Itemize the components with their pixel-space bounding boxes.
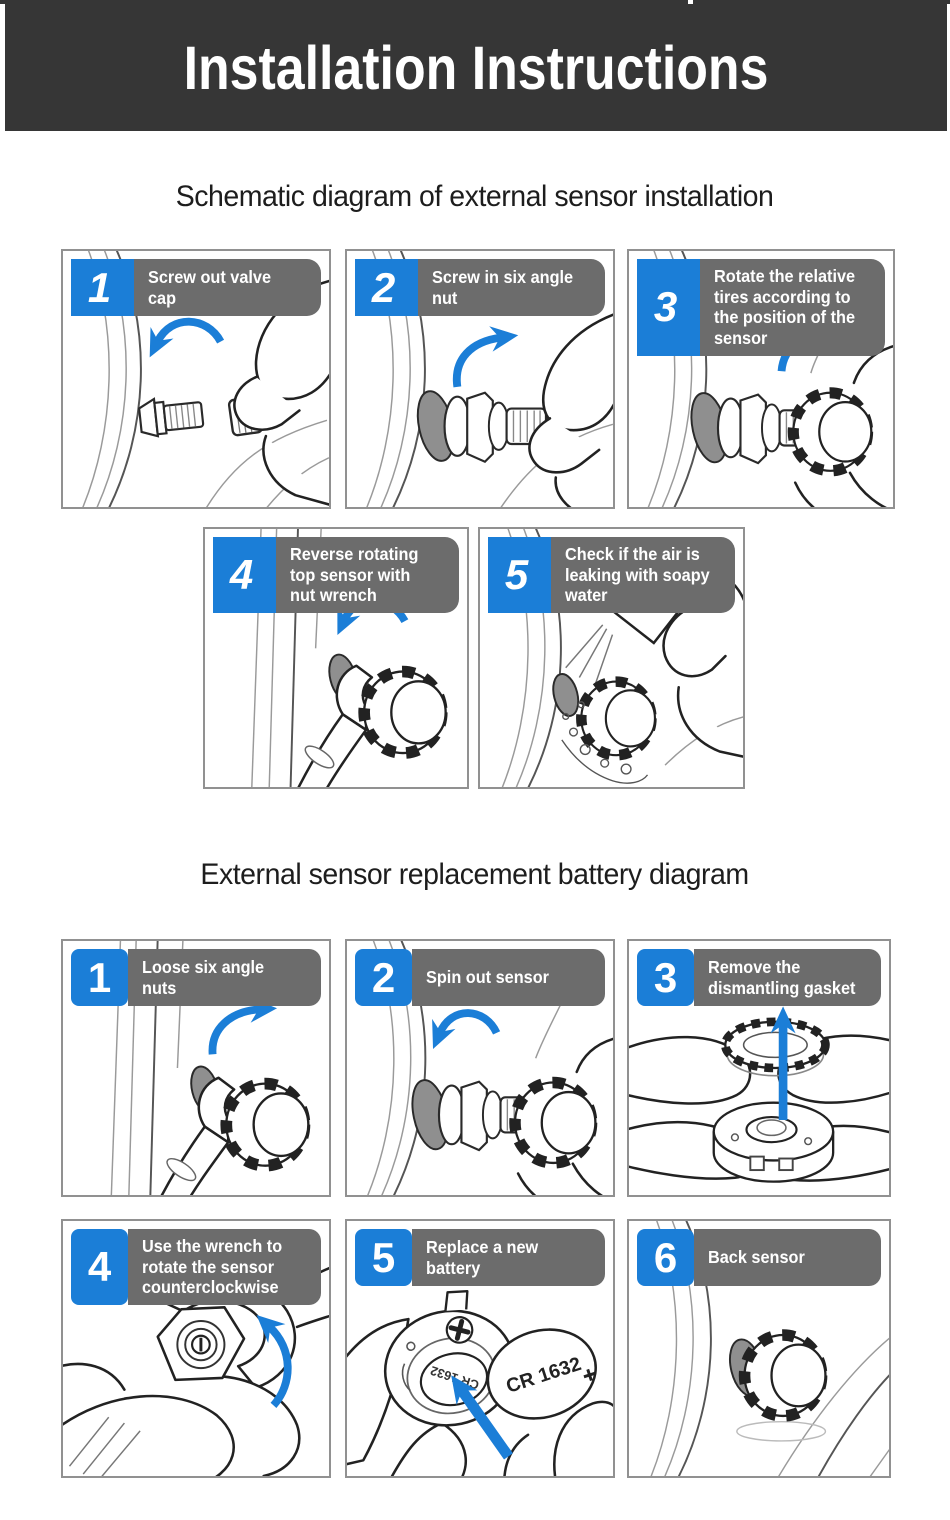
step-label: Replace a new battery	[412, 1229, 605, 1286]
step-header: 3 Remove the dismantling gasket	[637, 949, 881, 1006]
step-panel-install-2: 2 Screw in six angle nut	[345, 249, 615, 509]
section-1-title: Schematic diagram of external sensor ins…	[176, 180, 774, 213]
step-label: Remove the dismantling gasket	[694, 949, 881, 1006]
step-panel-install-4: 4 Reverse rotating top sensor with nut w…	[203, 527, 469, 789]
step-number-badge: 5	[488, 537, 551, 613]
section-2-title: External sensor replacement battery diag…	[200, 858, 750, 891]
page-title: Installation Instructions	[183, 33, 769, 102]
step-panel-battery-6: 6 Back sensor	[627, 1219, 891, 1478]
step-header: 5 Replace a new battery	[355, 1229, 605, 1286]
step-number-badge: 3	[637, 949, 694, 1006]
step-label: Rotate the relative tires according to t…	[700, 259, 885, 356]
step-label: Reverse rotating top sensor with nut wre…	[276, 537, 459, 613]
step-panel-battery-1: 1 Loose six angle nuts	[61, 939, 331, 1197]
step-number-badge: 5	[355, 1229, 412, 1286]
illustration-replace-new-battery: CR 1632 CR 1632	[347, 1289, 613, 1476]
step-number-badge: 1	[71, 949, 128, 1006]
step-label: Screw in six angle nut	[418, 259, 605, 316]
header-banner: Installation Instructions	[5, 4, 947, 131]
step-label: Check if the air is leaking with soapy w…	[551, 537, 735, 613]
header-top-strip	[0, 0, 950, 4]
step-number-badge: 2	[355, 949, 412, 1006]
step-panel-install-5: 5 Check if the air is leaking with soapy…	[478, 527, 745, 789]
step-panel-battery-2: 2 Spin out sensor	[345, 939, 615, 1197]
step-panel-battery-5: CR 1632 CR 1632 5 Replace a new ba	[345, 1219, 615, 1478]
illustration-loose-six-angle-nuts	[110, 941, 329, 1195]
step-header: 4 Use the wrench to rotate the sensor co…	[71, 1229, 321, 1305]
step-label: Use the wrench to rotate the sensor coun…	[128, 1229, 321, 1305]
step-number-badge: 4	[71, 1229, 128, 1305]
step-number-badge: 6	[637, 1229, 694, 1286]
step-number-badge: 1	[71, 259, 134, 316]
step-number-badge: 3	[637, 259, 700, 356]
illustration-wrench-rotate-counterclockwise	[63, 1266, 329, 1476]
step-label: Screw out valve cap	[134, 259, 321, 316]
step-header: 1 Loose six angle nuts	[71, 949, 321, 1006]
step-panel-battery-3: 3 Remove the dismantling gasket	[627, 939, 891, 1197]
step-header: 3 Rotate the relative tires according to…	[637, 259, 885, 356]
illustration-reverse-rotate-nut-wrench	[251, 529, 467, 787]
step-header: 6 Back sensor	[637, 1229, 881, 1286]
step-header: 1 Screw out valve cap	[71, 259, 321, 316]
step-header: 5 Check if the air is leaking with soapy…	[488, 537, 735, 613]
step-header: 4 Reverse rotating top sensor with nut w…	[213, 537, 459, 613]
step-number-badge: 2	[355, 259, 418, 316]
step-panel-install-1: 1 Screw out valve cap	[61, 249, 331, 509]
illustration-remove-dismantling-gasket	[629, 1006, 889, 1183]
step-label: Back sensor	[694, 1229, 881, 1286]
step-header: 2 Screw in six angle nut	[355, 259, 605, 316]
step-label: Loose six angle nuts	[128, 949, 321, 1006]
step-label: Spin out sensor	[412, 949, 605, 1006]
step-panel-battery-4: 4 Use the wrench to rotate the sensor co…	[61, 1219, 331, 1478]
illustration-screw-in-six-angle-nut	[366, 251, 613, 507]
step-number-badge: 4	[213, 537, 276, 613]
step-header: 2 Spin out sensor	[355, 949, 605, 1006]
step-panel-install-3: 3 Rotate the relative tires according to…	[627, 249, 895, 509]
header-strip-seam	[688, 0, 693, 4]
